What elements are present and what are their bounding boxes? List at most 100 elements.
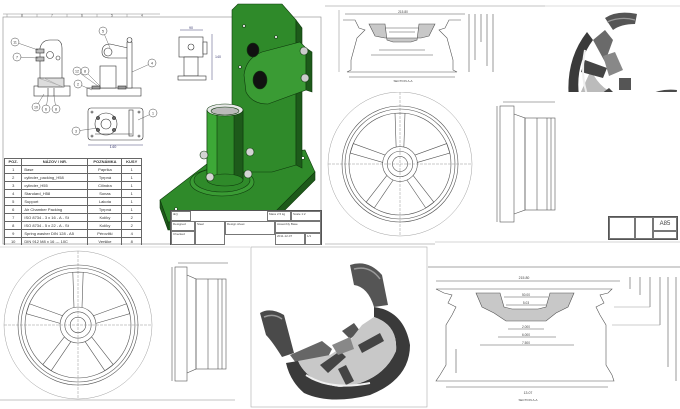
wheel-front-side-top-panel: A85 — [325, 92, 680, 245]
balloon-label: 1 — [152, 111, 154, 115]
scale-label: Scale — [293, 212, 301, 216]
balloon — [73, 79, 83, 89]
assembly-title-block: ⊕◎ Mass 2.5 kg Scale 1:2 Designed Checke… — [170, 210, 322, 246]
wheel-section-top: 215.80 SECTION A-A — [325, 5, 545, 83]
balloon-label: 7 — [16, 55, 18, 59]
bom-note: Cilindra — [87, 181, 123, 190]
inner-dimension: 5.03 — [523, 301, 529, 305]
bom-note: Kolíky — [87, 221, 123, 230]
wheel-section-top-panel: 215.80 SECTION A-A — [325, 0, 545, 92]
balloon — [80, 66, 90, 76]
inner-dimension: 50.00 — [522, 293, 530, 297]
bom-note: Tyrpná — [87, 205, 123, 214]
designed-label: Designed — [171, 221, 195, 231]
code-sub-cell — [653, 231, 677, 239]
date-cell: 2011-12-07 — [275, 233, 305, 245]
spoke — [406, 175, 435, 209]
inner-dimensions: 50.00 5.03 2.000 6.000 7.500 — [522, 293, 530, 345]
scale-cell: Scale 1:2 — [291, 211, 321, 221]
bom-name: Air Chamber Packing — [21, 205, 89, 214]
bom-pos: 5 — [3, 197, 23, 206]
checked-label: Checked — [171, 231, 195, 245]
frame-tick-label: 6 — [81, 14, 83, 18]
bom-pos: 8 — [3, 221, 23, 230]
bom-name: cylinder_H55 — [21, 181, 89, 190]
inner-dimension: 7.500 — [522, 341, 530, 345]
wheel-side-view — [496, 101, 556, 223]
wheel-front-side-bottom — [0, 246, 250, 401]
bom-note: Tyrpná — [87, 173, 123, 182]
revision-cell — [635, 217, 653, 239]
balloon — [41, 104, 51, 114]
mass-label: Mass — [269, 212, 277, 216]
bom-note: Pérovilší — [87, 229, 123, 238]
balloon — [147, 58, 157, 68]
bom-qty: 1 — [121, 189, 142, 198]
spoke — [365, 175, 394, 209]
bom-header-name: NÁZOV / NR. — [21, 158, 89, 166]
inner-dimension: 2.000 — [522, 325, 530, 329]
wheel-front-side-bottom-panel — [0, 245, 250, 409]
scale-value: 1:2 — [301, 212, 306, 216]
frame-tick-label: 4 — [141, 14, 143, 18]
frame-tick-label: 7 — [51, 14, 53, 18]
spoke — [42, 336, 72, 372]
balloon-label: 8 — [55, 107, 57, 111]
wheel-front-side-top — [325, 92, 680, 245]
balloon-label: 2 — [77, 82, 79, 86]
balloon — [10, 37, 20, 47]
bom-name: cylinder_packing_H58 — [21, 173, 89, 182]
top-view — [87, 107, 144, 146]
balloon-label: 5 — [102, 29, 104, 33]
spoke — [414, 143, 451, 163]
balloon — [12, 52, 22, 62]
balloon-label: 4 — [151, 61, 153, 65]
balloon-label: 10 — [34, 105, 38, 109]
small-side-view — [177, 29, 213, 81]
drawing-frame — [2, 16, 322, 245]
bom-name: Support — [21, 197, 89, 206]
frame-tick-label: 8 — [21, 14, 23, 18]
wheel-side-view — [171, 262, 228, 382]
bom-qty: 1 — [121, 173, 142, 182]
dim-top-view: 140 — [110, 144, 117, 149]
document-type: Design sheet — [225, 221, 275, 235]
spoke — [25, 303, 63, 324]
bom-note: Lakota — [87, 197, 123, 206]
drawing-title: Assembly Base — [275, 221, 321, 233]
section-label: SECTION A-A — [393, 79, 412, 83]
spoke — [84, 336, 114, 372]
bom-header-note: POZNÁMKA — [87, 158, 123, 166]
bom-pos: 6 — [3, 205, 23, 214]
dim-overall: 215.80 — [519, 276, 530, 280]
balloon — [71, 126, 81, 136]
inner-dimension: 6.000 — [522, 333, 530, 337]
mass-cell: Mass 2.5 kg — [267, 211, 291, 221]
bom-qty: 2 — [121, 221, 142, 230]
bom-qty: 1 — [121, 181, 142, 190]
balloon-label: 8 — [84, 69, 86, 73]
spoke — [349, 143, 386, 163]
dim-base: 13.07 — [524, 391, 533, 395]
bom-pos: 1 — [3, 165, 23, 174]
leader-line — [76, 70, 99, 87]
bom-note: Kolíky — [87, 213, 123, 222]
wheel-front-view — [327, 92, 473, 237]
bom-pos: 3 — [3, 181, 23, 190]
wheel-front-view — [3, 250, 153, 400]
frame-tick-label: 5 — [111, 14, 113, 18]
bom-note: Paprika — [87, 165, 123, 174]
balloon-label: 12 — [75, 69, 79, 73]
bom-qty: 2 — [121, 213, 142, 222]
bom-pos: 7 — [3, 213, 23, 222]
